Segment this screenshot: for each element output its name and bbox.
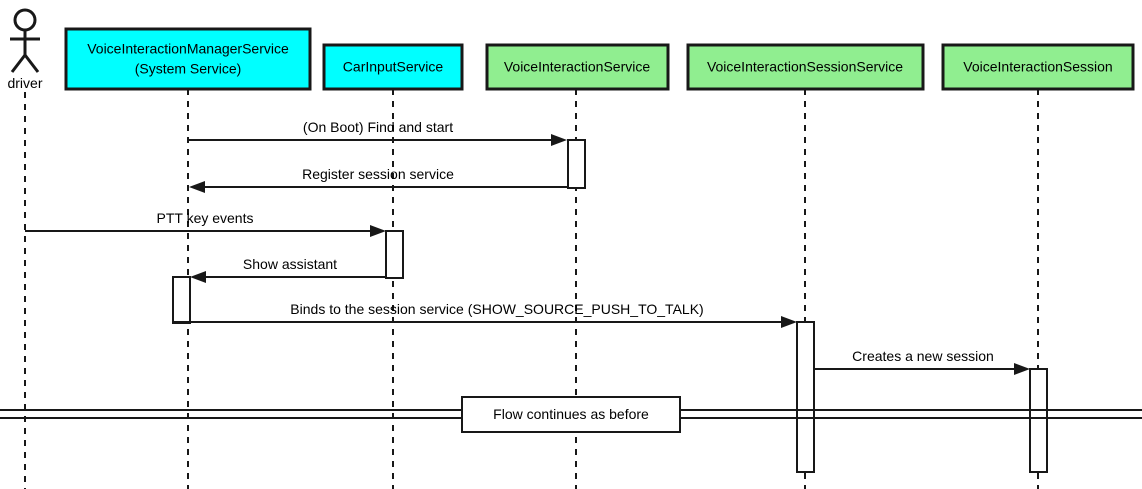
participant-vis[interactable]: VoiceInteractionService: [485, 43, 670, 91]
message-label-m6: Creates a new session: [852, 348, 994, 364]
message-arrowhead-m1: [551, 134, 567, 146]
participant-box-visess[interactable]: [941, 43, 1135, 91]
message-arrowhead-m6: [1014, 363, 1030, 375]
participant-cis[interactable]: CarInputService: [322, 43, 464, 91]
participant-visess[interactable]: VoiceInteractionSession: [941, 43, 1135, 91]
activations-group: [172, 139, 1048, 473]
actor-leg-left-icon: [10, 54, 27, 73]
activation-bar-visess: [1029, 368, 1048, 473]
participant-vims[interactable]: VoiceInteractionManagerService (System S…: [64, 27, 312, 91]
participant-label-visess: VoiceInteractionSession: [963, 59, 1112, 75]
message-binds-to-session-service[interactable]: Binds to the session service (SHOW_SOURC…: [174, 301, 797, 328]
actor-driver[interactable]: driver: [7, 8, 43, 91]
actor-label-driver: driver: [7, 75, 42, 91]
participant-box-cis[interactable]: [322, 43, 464, 91]
participant-label-cis: CarInputService: [343, 59, 444, 75]
message-arrowhead-m2: [189, 181, 205, 193]
participant-label-vims-line2: (System Service): [135, 61, 242, 77]
divider-label: Flow continues as before: [493, 406, 649, 422]
message-label-m1: (On Boot) Find and start: [303, 119, 453, 135]
message-label-m5: Binds to the session service (SHOW_SOURC…: [290, 301, 703, 317]
activation-bar-vis: [567, 139, 586, 189]
message-ptt-key-events[interactable]: PTT key events: [25, 210, 386, 237]
activation-bar-vims: [172, 276, 191, 324]
message-creates-a-new-session[interactable]: Creates a new session: [814, 348, 1030, 375]
participant-label-viss: VoiceInteractionSessionService: [707, 59, 903, 75]
message-arrowhead-m3: [370, 225, 386, 237]
message-label-m3: PTT key events: [156, 210, 253, 226]
message-arrowhead-m5: [781, 316, 797, 328]
divider-box: [461, 396, 681, 433]
participant-box-viss[interactable]: [686, 43, 925, 91]
actor-head-icon: [13, 8, 37, 32]
message-register-session-service[interactable]: Register session service: [189, 166, 568, 193]
activation-bar-cis: [385, 230, 404, 279]
message-show-assistant[interactable]: Show assistant: [190, 256, 386, 283]
participant-label-vis: VoiceInteractionService: [504, 59, 651, 75]
participant-box-vis[interactable]: [485, 43, 670, 91]
message-on-boot-find-and-start[interactable]: (On Boot) Find and start: [188, 119, 567, 146]
activation-bar-viss: [796, 321, 815, 473]
participant-box-vims[interactable]: [64, 27, 312, 91]
participant-label-vims-line1: VoiceInteractionManagerService: [87, 41, 289, 57]
divider-flow-continues: Flow continues as before: [0, 396, 1142, 433]
message-label-m2: Register session service: [302, 166, 454, 182]
participant-viss[interactable]: VoiceInteractionSessionService: [686, 43, 925, 91]
actor-leg-right-icon: [23, 54, 40, 73]
message-arrowhead-m4: [190, 271, 206, 283]
message-label-m4: Show assistant: [243, 256, 337, 272]
